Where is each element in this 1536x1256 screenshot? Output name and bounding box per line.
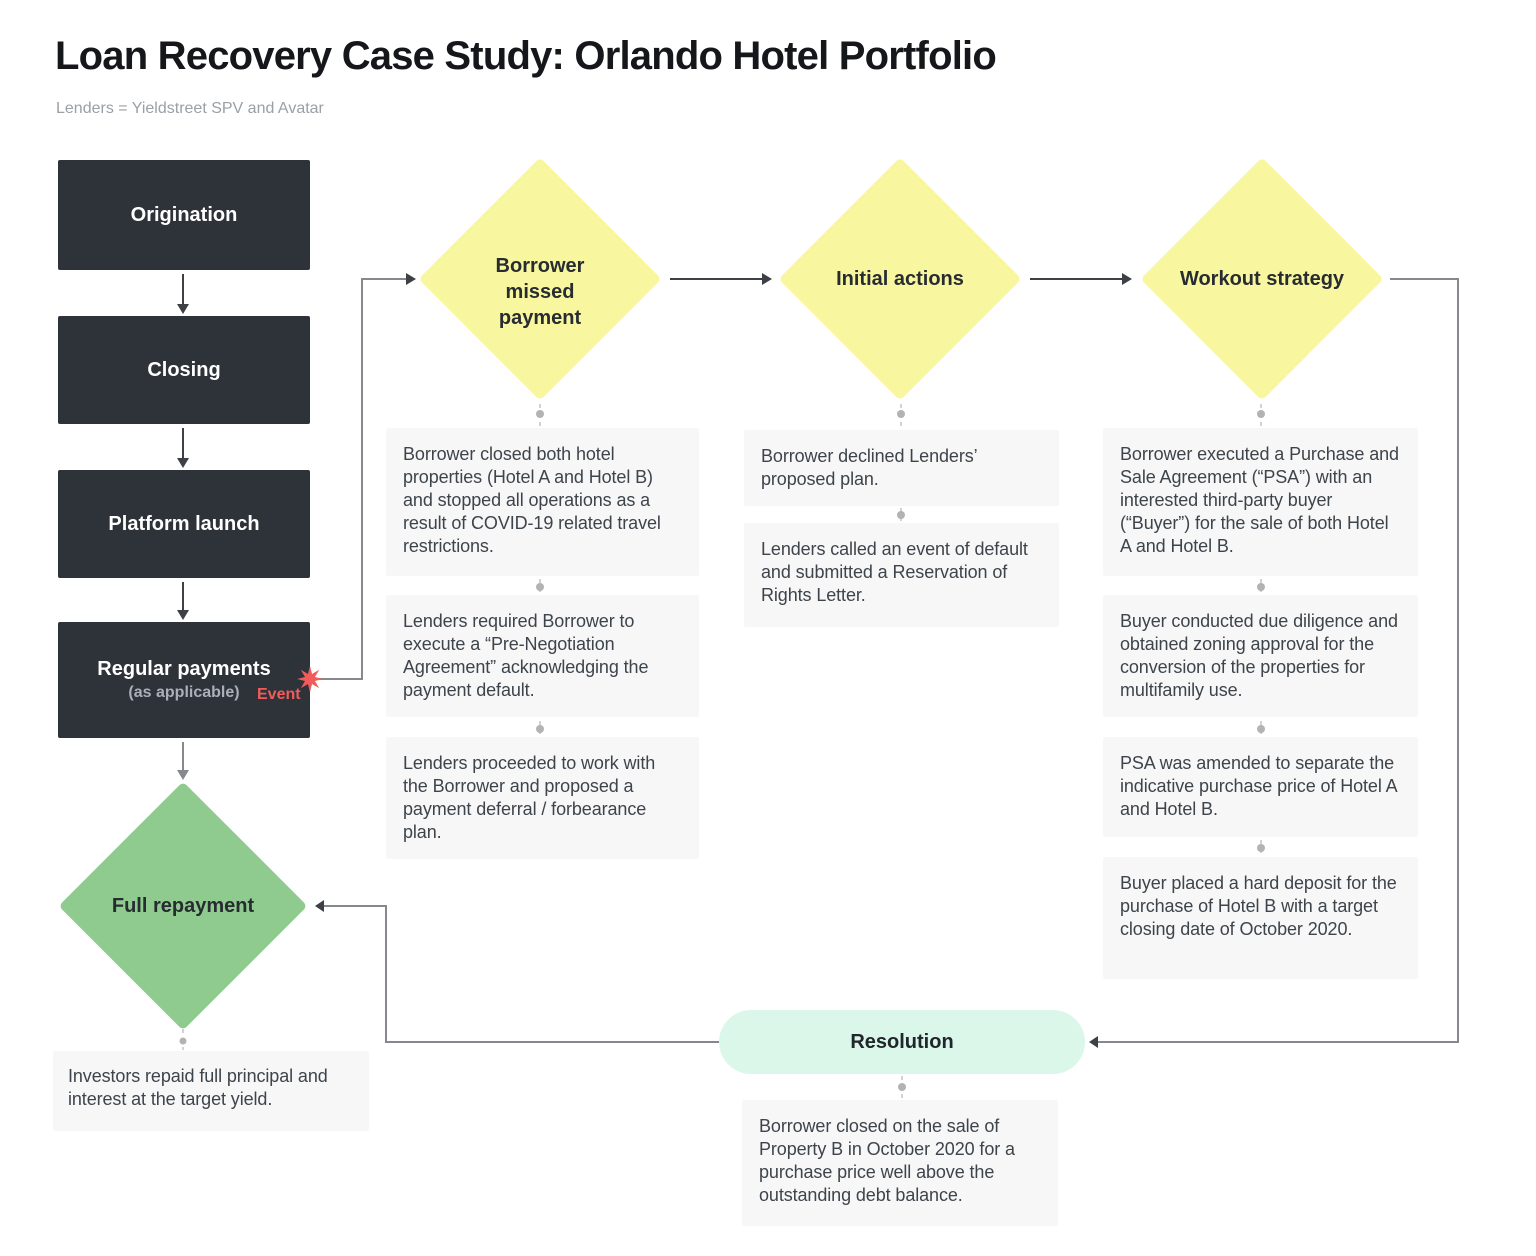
connector-dot bbox=[536, 721, 544, 737]
note-workout-strategy-3: PSA was amended to separate the indicati… bbox=[1103, 737, 1418, 837]
diamond-label-workout-strategy: Workout strategy bbox=[1179, 268, 1345, 290]
stage-label: Platform launch bbox=[108, 512, 260, 535]
note-workout-strategy-1: Borrower executed a Purchase and Sale Ag… bbox=[1103, 428, 1418, 576]
connector-dot bbox=[1257, 404, 1265, 428]
stage-box-closing: Closing bbox=[58, 316, 310, 424]
page-subtitle: Lenders = Yieldstreet SPV and Avatar bbox=[56, 100, 324, 117]
connector-dot bbox=[1257, 721, 1265, 737]
arrow-regular-payments-to-full-repayment bbox=[177, 742, 189, 780]
note-workout-strategy-4: Buyer placed a hard deposit for the purc… bbox=[1103, 857, 1418, 979]
connector-dot bbox=[179, 1029, 187, 1050]
connector-dot bbox=[536, 404, 544, 428]
diamond-label-borrower-missed-payment: Borrower missed payment bbox=[495, 255, 585, 329]
diamond-label-initial-actions: Initial actions bbox=[836, 268, 964, 290]
note-missed-payment-1: Borrower closed both hotel properties (H… bbox=[386, 428, 699, 576]
connector-dot bbox=[1257, 840, 1265, 857]
arrow-origination-to-closing bbox=[177, 274, 189, 314]
connector-dot bbox=[1257, 579, 1265, 595]
stage-label: Origination bbox=[130, 203, 238, 226]
connector-resolution-to-full-repayment bbox=[315, 900, 719, 1043]
connector-dot bbox=[897, 404, 905, 430]
note-initial-actions-2: Lenders called an event of default and s… bbox=[744, 523, 1059, 627]
resolution-label: Resolution bbox=[850, 1030, 954, 1053]
connector-dot bbox=[536, 579, 544, 595]
connector-dot bbox=[898, 1076, 906, 1099]
note-missed-payment-2: Lenders required Borrower to execute a “… bbox=[386, 595, 699, 717]
stage-label: Closing bbox=[147, 358, 221, 381]
connector-dot bbox=[897, 508, 905, 523]
stage-box-platform-launch: Platform launch bbox=[58, 470, 310, 578]
note-full-repayment: Investors repaid full principal and inte… bbox=[53, 1051, 369, 1131]
arrow-initial-actions-to-workout-strategy bbox=[1030, 273, 1132, 285]
stage-box-origination: Origination bbox=[58, 160, 310, 270]
page-title: Loan Recovery Case Study: Orlando Hotel … bbox=[55, 34, 997, 78]
event-star-icon bbox=[297, 666, 323, 692]
stage-box-regular-payments: Regular payments (as applicable) bbox=[58, 622, 310, 738]
note-workout-strategy-2: Buyer conducted due diligence and obtain… bbox=[1103, 595, 1418, 717]
resolution-pill: Resolution bbox=[719, 1010, 1085, 1074]
note-initial-actions-1: Borrower declined Lenders’ proposed plan… bbox=[744, 430, 1059, 506]
arrow-missed-payment-to-initial-actions bbox=[670, 273, 772, 285]
stage-sublabel: (as applicable) bbox=[128, 684, 240, 701]
note-resolution: Borrower closed on the sale of Property … bbox=[742, 1100, 1058, 1226]
diamond-label-full-repayment: Full repayment bbox=[111, 895, 255, 917]
stage-label: Regular payments bbox=[97, 658, 271, 680]
arrow-closing-to-platform-launch bbox=[177, 428, 189, 468]
arrow-platform-launch-to-regular-payments bbox=[177, 582, 189, 620]
event-label: Event bbox=[257, 686, 301, 703]
note-missed-payment-3: Lenders proceeded to work with the Borro… bbox=[386, 737, 699, 859]
